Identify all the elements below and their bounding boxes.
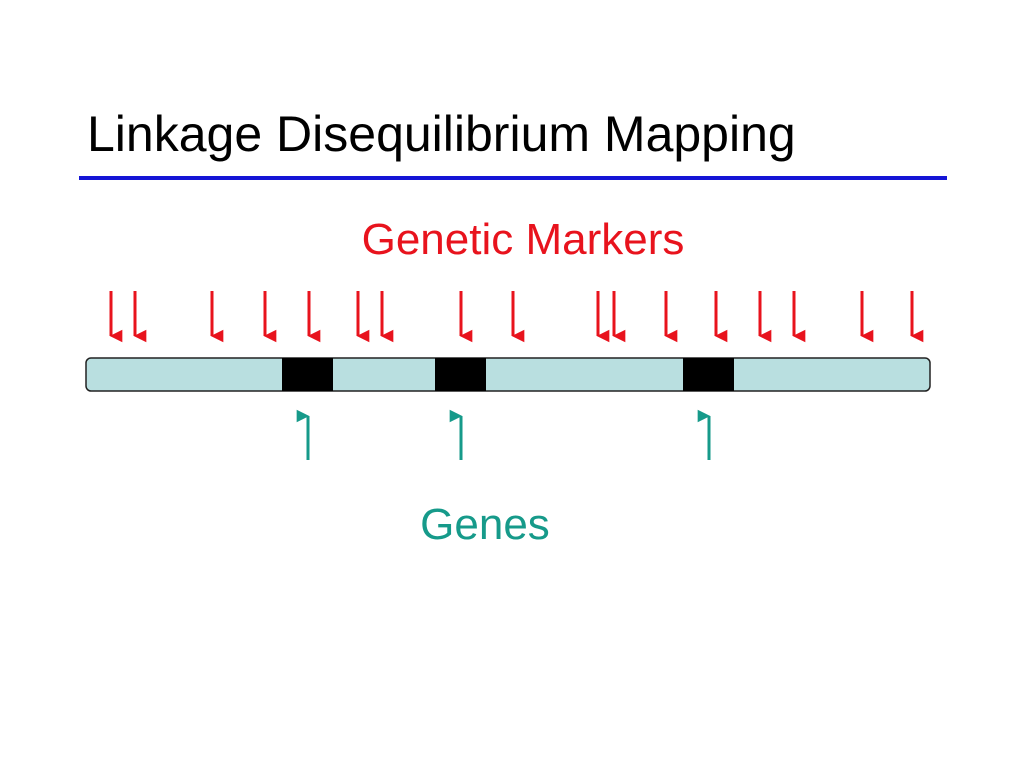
chromosome-bar <box>85 357 931 392</box>
genetic-markers-label: Genetic Markers <box>361 215 685 264</box>
gene-arrows <box>296 409 711 460</box>
gene-block <box>282 358 333 391</box>
gene-blocks <box>282 358 734 391</box>
title-divider <box>79 176 947 180</box>
gene-block <box>435 358 486 391</box>
genes-label: Genes <box>420 500 550 549</box>
gene-block <box>683 358 734 391</box>
slide-title: Linkage Disequilibrium Mapping <box>87 106 796 162</box>
marker-arrows <box>109 291 924 343</box>
